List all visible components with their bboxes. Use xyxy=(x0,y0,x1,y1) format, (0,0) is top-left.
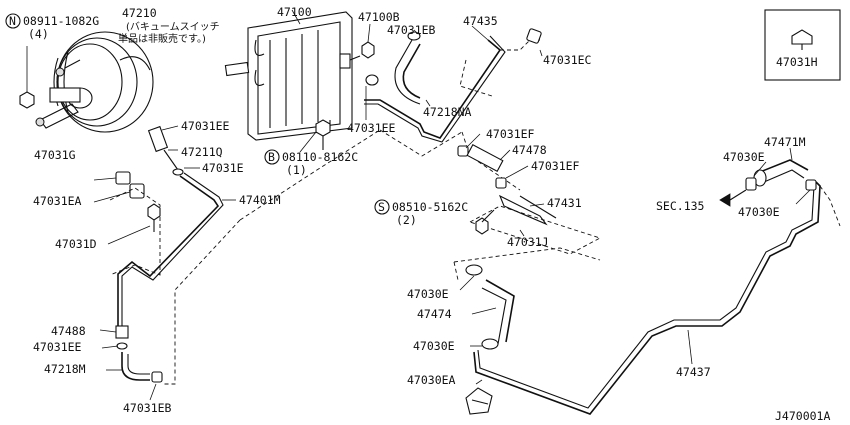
jp-note-line1: (バキュームスイッチ xyxy=(126,21,220,33)
label-47474: 47474 xyxy=(417,307,452,321)
label-47030E-right2: 47030E xyxy=(738,205,780,219)
label-08110: 08110-8162C xyxy=(282,150,358,164)
label-47030E-2: 47030E xyxy=(413,339,455,353)
label-08911: 08911-1082G xyxy=(23,14,99,28)
hose-47218NA xyxy=(365,29,431,120)
bracket-47431 xyxy=(469,194,602,255)
pipe-47437 xyxy=(473,181,841,415)
label-47218NA: 47218NA xyxy=(423,105,472,119)
label-47431: 47431 xyxy=(547,196,582,210)
label-47031EC: 47031EC xyxy=(543,53,592,67)
label-47031EA: 47031EA xyxy=(33,194,82,208)
label-47211Q: 47211Q xyxy=(181,145,223,159)
hose-47474 xyxy=(459,264,515,350)
label-47478: 47478 xyxy=(512,143,547,157)
label-47100: 47100 xyxy=(277,5,312,19)
inset-box-47031H xyxy=(764,9,841,81)
vacuum-tank-47100 xyxy=(224,9,353,141)
label-47031EE-mid: 47031EE xyxy=(347,121,396,135)
label-47218M: 47218M xyxy=(44,362,86,376)
label-47031EE-top: 47031EE xyxy=(181,119,230,133)
label-08510: 08510-5162C xyxy=(392,200,468,214)
label-47435: 47435 xyxy=(463,14,498,28)
label-47031EB-top: 47031EB xyxy=(387,23,436,37)
label-47031EF-2: 47031EF xyxy=(531,159,580,173)
label-47031H: 47031H xyxy=(776,55,818,69)
labels: N 08911-1082G (4) 47210 (バキュームスイッチ 単品は非販… xyxy=(5,5,830,423)
label-47030E-right: 47030E xyxy=(723,150,765,164)
label-47030EA: 47030EA xyxy=(407,373,456,387)
label-08510-qty: (2) xyxy=(396,213,417,227)
label-47210: 47210 xyxy=(122,6,157,20)
label-47488: 47488 xyxy=(51,324,86,338)
clip-47030EA xyxy=(465,379,493,415)
label-47031J: 47031J xyxy=(507,235,549,249)
label-47471M: 47471M xyxy=(764,135,806,149)
n-mark: N xyxy=(9,14,16,28)
label-47031D: 47031D xyxy=(55,237,97,251)
sec-ref: SEC.135 xyxy=(656,199,704,213)
connector-47478 xyxy=(457,133,529,189)
vacuum-hose-47401M xyxy=(117,172,236,332)
label-47031EE-bot: 47031EE xyxy=(33,340,82,354)
label-47031G: 47031G xyxy=(34,148,76,162)
bolt-47100B xyxy=(339,23,375,69)
label-47437: 47437 xyxy=(676,365,711,379)
lower-left-connector xyxy=(99,325,163,401)
label-47401M: 47401M xyxy=(239,193,281,207)
brake-booster xyxy=(35,31,154,133)
label-08911-qty: (4) xyxy=(28,27,49,41)
s-mark: S xyxy=(378,200,385,214)
bolt-08110 xyxy=(299,119,331,153)
label-47031EF-1: 47031EF xyxy=(486,127,535,141)
hose-47471M xyxy=(719,147,817,207)
label-47031EB-bot: 47031EB xyxy=(123,401,172,415)
check-valve xyxy=(147,125,200,176)
lower-dashed-region xyxy=(453,247,601,281)
label-47100B: 47100B xyxy=(358,10,400,24)
label-47030E-1: 47030E xyxy=(407,287,449,301)
booster-nut xyxy=(19,46,35,109)
pipe-47435 xyxy=(364,25,543,143)
label-08110-qty: (1) xyxy=(286,163,307,177)
clip-group-left xyxy=(93,171,161,276)
diagram-id: J470001A xyxy=(775,409,830,423)
label-47031E: 47031E xyxy=(202,161,244,175)
b-mark: B xyxy=(268,150,275,164)
jp-note-line2: 単品は非販売です。) xyxy=(118,32,206,45)
